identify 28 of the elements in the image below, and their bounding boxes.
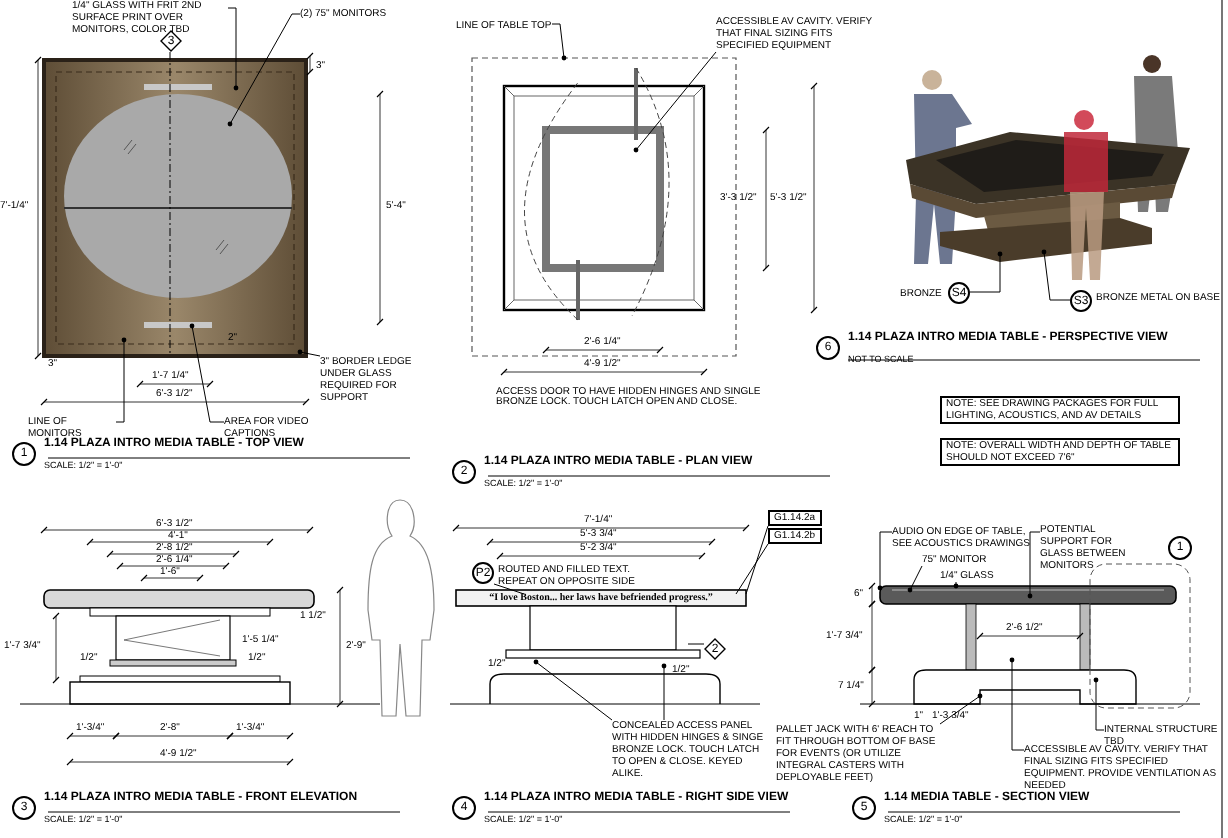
leader-line: [227, 13, 301, 127]
leader-line: [189, 323, 225, 423]
leader-line: [551, 23, 567, 61]
leader-line: [533, 659, 613, 721]
side-view-drawing: [449, 589, 761, 705]
section-line: [687, 643, 705, 645]
leader-line: [1027, 531, 1041, 599]
leader-line: [1009, 657, 1025, 751]
leader-line: [1041, 249, 1071, 301]
leader-line: [115, 337, 127, 423]
leader-line: [493, 583, 525, 595]
leader-line: [227, 7, 239, 91]
leader-line: [953, 581, 959, 589]
leader-line: [735, 543, 769, 595]
leader-line: [877, 531, 893, 591]
top-view-drawing: [42, 58, 308, 358]
leader-line: [939, 693, 983, 725]
leader-line: [969, 251, 1003, 293]
front-elevation-drawing: [19, 589, 381, 705]
section-line: [169, 51, 171, 357]
leader-line: [907, 565, 923, 593]
leader-line: [1093, 677, 1105, 731]
perspective-drawing: [906, 55, 1190, 280]
leader-line: [745, 525, 769, 595]
leader-line: [297, 349, 321, 357]
leader-line: [661, 663, 667, 721]
plan-view-drawing: [471, 57, 737, 357]
leader-line: [633, 51, 717, 153]
